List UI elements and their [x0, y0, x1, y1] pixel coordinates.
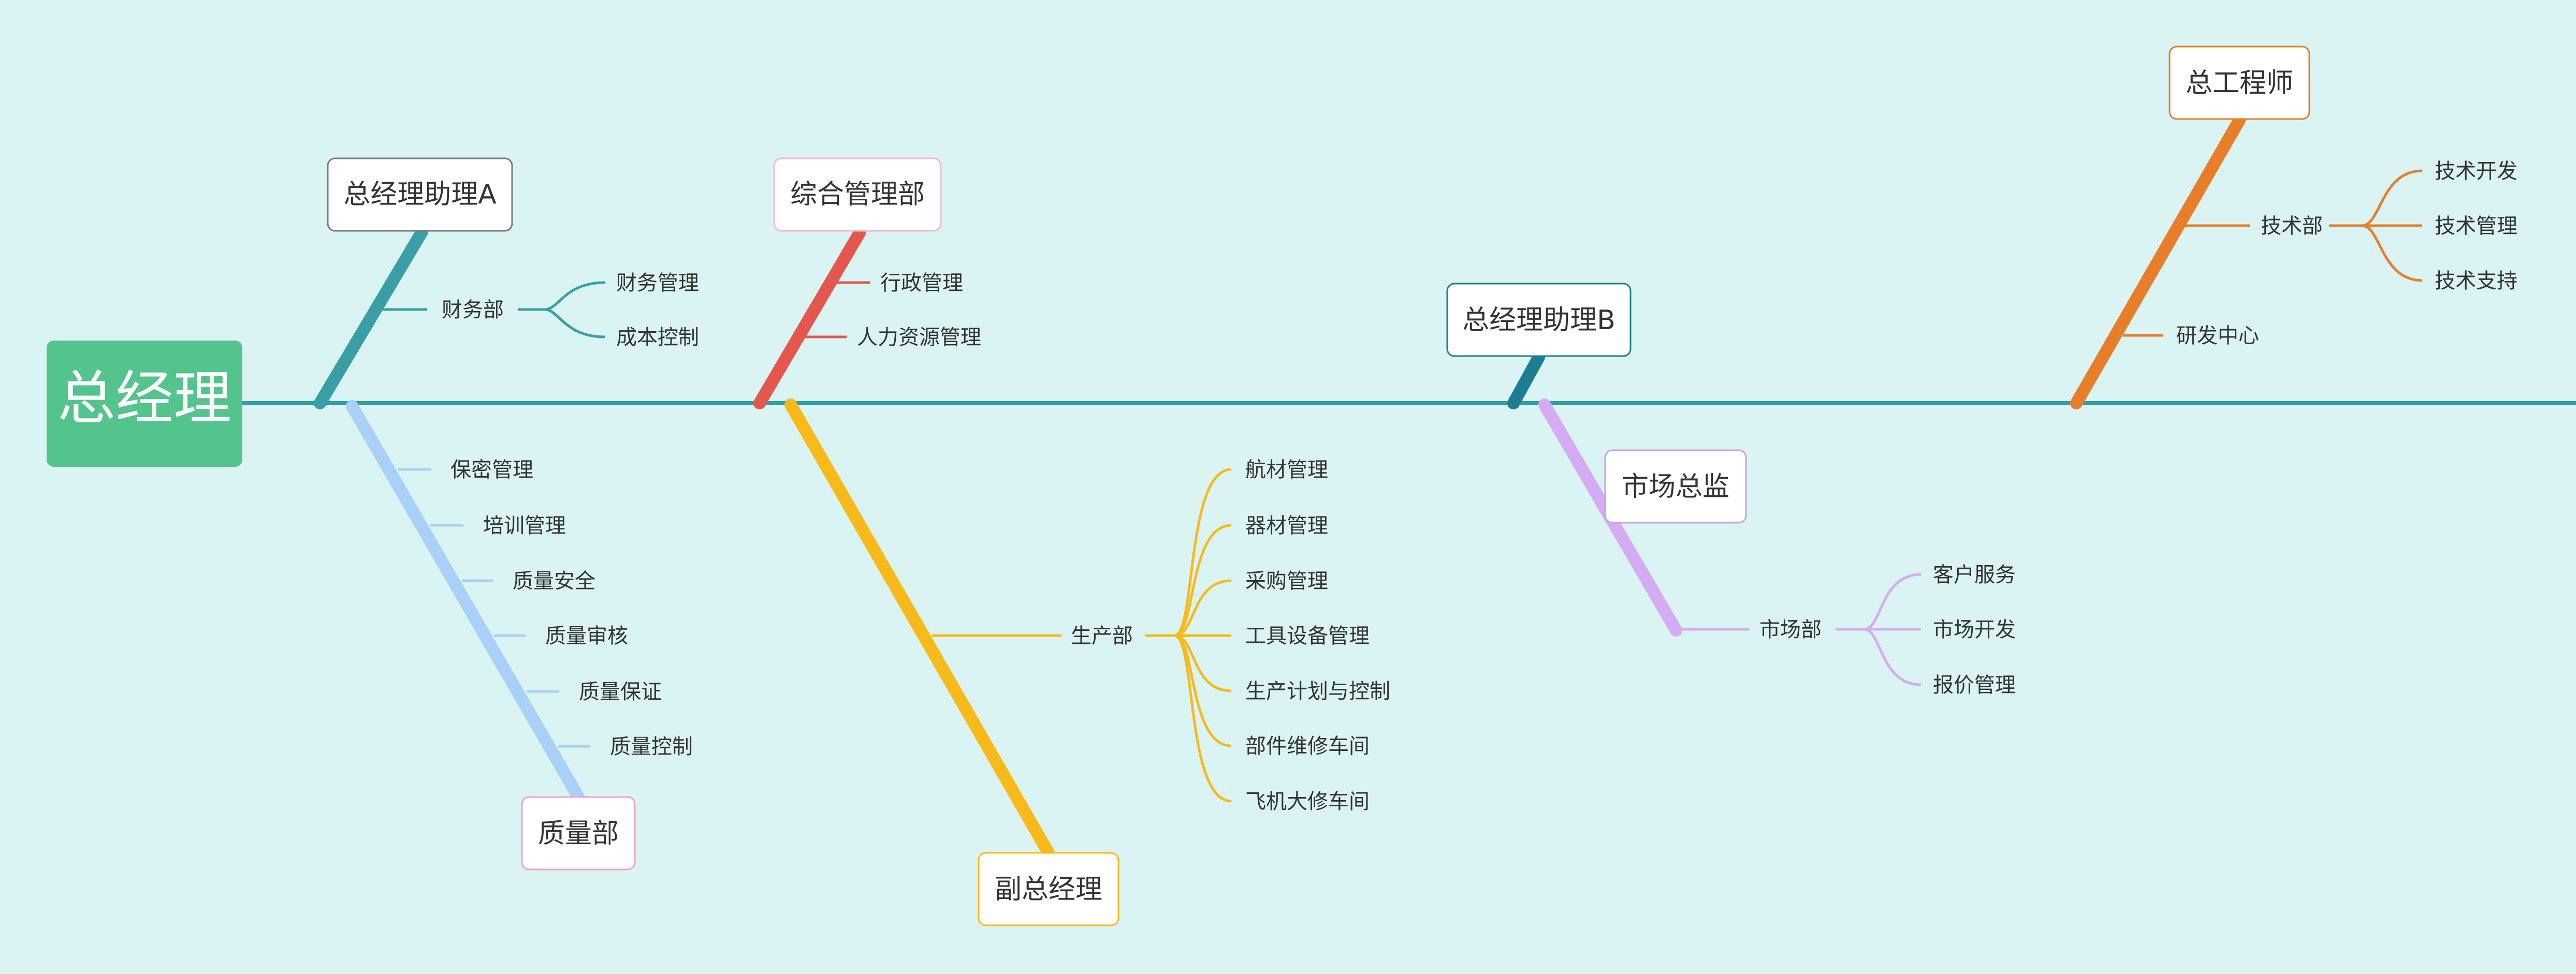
- subtopic-component-repair[interactable]: 部件维修车间: [1245, 734, 1370, 758]
- topic-quality-assurance[interactable]: 质量保证: [579, 680, 662, 704]
- branch-chief-engineer: 总工程师 技术部 技术开发 技术管理 技术支持 研发中心: [2070, 46, 2517, 409]
- topic-security-management[interactable]: 保密管理: [450, 458, 533, 482]
- branch-market: 市场总监 市场部 客户服务 市场开发 报价管理: [1538, 399, 2016, 697]
- topic-human-resources[interactable]: 人力资源管理: [857, 326, 981, 349]
- branch-bone-vice-gm: [784, 399, 1055, 859]
- topic-training-management[interactable]: 培训管理: [483, 514, 566, 538]
- branch-node-label-chief-engineer: 总工程师: [2186, 68, 2293, 99]
- subtopic-aircraft-overhaul[interactable]: 飞机大修车间: [1245, 790, 1370, 814]
- subtopic-cost-control[interactable]: 成本控制: [616, 326, 699, 349]
- sub-connector: [1174, 634, 1232, 803]
- branch-node-chief-engineer[interactable]: 总工程师: [2169, 46, 2310, 120]
- branch-node-market[interactable]: 市场总监: [1604, 449, 1747, 524]
- topic-tech-dept[interactable]: 技术部: [2261, 214, 2323, 238]
- subtopic-market-development[interactable]: 市场开发: [1933, 618, 2016, 642]
- subtopic-quotation-management[interactable]: 报价管理: [1933, 673, 2016, 697]
- topic-production-dept[interactable]: 生产部: [1071, 624, 1133, 648]
- subtopic-aviation-materials[interactable]: 航材管理: [1245, 458, 1328, 482]
- branch-bone-assistant-a: [314, 226, 428, 409]
- topic-rnd-center[interactable]: 研发中心: [2176, 324, 2259, 348]
- branch-assistant-a: 总经理助理A 财务部 财务管理 成本控制: [314, 157, 699, 409]
- branch-node-box-chief-engineer: [2169, 46, 2310, 120]
- branch-node-label-assistant-b: 总经理助理B: [1462, 305, 1616, 336]
- sub-connector: [544, 281, 605, 311]
- root-node-box: [47, 341, 242, 467]
- branch-node-admin[interactable]: 综合管理部: [773, 157, 942, 232]
- root-node[interactable]: 总经理: [47, 341, 242, 467]
- topic-market-dept[interactable]: 市场部: [1759, 618, 1822, 642]
- subtopic-production-planning[interactable]: 生产计划与控制: [1245, 680, 1390, 703]
- branch-vice-gm: 副总经理 生产部 航材管理 器材管理 采购管理 工具设备管理 生产计划与控制 部…: [784, 399, 1390, 926]
- branch-node-vice-gm[interactable]: 副总经理: [978, 852, 1119, 926]
- subtopic-finance-management[interactable]: 财务管理: [616, 271, 699, 295]
- topic-administration[interactable]: 行政管理: [880, 271, 963, 295]
- topic-quality-audit[interactable]: 质量审核: [545, 624, 628, 648]
- sub-connector: [544, 308, 605, 338]
- branch-quality: 质量部 保密管理 培训管理 质量安全 质量审核 质量保证 质量控制: [346, 400, 693, 870]
- subtopic-equipment-materials[interactable]: 器材管理: [1245, 514, 1328, 538]
- branch-joint-vice-gm: [785, 399, 796, 410]
- subtopic-tool-equipment[interactable]: 工具设备管理: [1245, 624, 1370, 648]
- subtopic-procurement[interactable]: 采购管理: [1245, 569, 1328, 593]
- branch-node-label-market: 市场总监: [1622, 471, 1729, 503]
- branch-joint-market: [1539, 399, 1550, 410]
- sub-connector: [1174, 468, 1232, 637]
- topic-quality-control[interactable]: 质量控制: [610, 735, 693, 759]
- branch-node-quality[interactable]: 质量部: [521, 796, 636, 870]
- branch-node-label-admin: 综合管理部: [790, 179, 925, 210]
- subtopic-tech-development[interactable]: 技术开发: [2435, 159, 2517, 183]
- branch-admin: 综合管理部 行政管理 人力资源管理: [753, 157, 981, 409]
- branch-node-box-quality: [521, 796, 636, 870]
- branch-node-box-assistant-a: [327, 157, 513, 232]
- sub-connector: [2362, 169, 2423, 227]
- branch-joint-quality: [346, 401, 358, 412]
- branch-bone-admin: [753, 227, 866, 409]
- sub-connector: [2362, 224, 2423, 282]
- subtopic-tech-management[interactable]: 技术管理: [2435, 214, 2517, 238]
- subtopic-tech-support[interactable]: 技术支持: [2435, 269, 2517, 293]
- branch-bone-quality: [346, 400, 585, 803]
- subtopic-customer-service[interactable]: 客户服务: [1933, 563, 2016, 587]
- branch-node-label-vice-gm: 副总经理: [995, 874, 1102, 905]
- branch-joint-assistant-b: [1508, 397, 1519, 409]
- branch-node-assistant-a[interactable]: 总经理助理A: [327, 157, 513, 232]
- branch-node-box-admin: [773, 157, 942, 232]
- topic-quality-safety[interactable]: 质量安全: [513, 569, 595, 593]
- branch-joint-admin: [754, 397, 765, 409]
- sub-connector: [1864, 573, 1922, 631]
- branch-node-label-quality: 质量部: [538, 818, 619, 849]
- sub-connector: [1174, 524, 1232, 637]
- sub-connector: [1864, 628, 1922, 686]
- branch-node-box-assistant-b: [1446, 283, 1632, 357]
- branch-node-box-vice-gm: [978, 852, 1119, 926]
- topic-finance-dept[interactable]: 财务部: [442, 298, 504, 322]
- branch-joint-chief-engineer: [2071, 397, 2082, 409]
- branch-bone-chief-engineer: [2070, 114, 2246, 409]
- branch-node-box-market: [1604, 449, 1747, 524]
- sub-connector: [1174, 634, 1232, 692]
- sub-connector: [1174, 579, 1232, 637]
- root-node-label: 总经理: [57, 365, 231, 432]
- branch-joint-assistant-a: [314, 397, 326, 409]
- branch-node-label-assistant-a: 总经理助理A: [343, 179, 497, 210]
- branch-node-assistant-b[interactable]: 总经理助理B: [1446, 283, 1632, 357]
- branch-assistant-b: 总经理助理B: [1446, 283, 1632, 409]
- branch-bone-assistant-b: [1507, 351, 1545, 409]
